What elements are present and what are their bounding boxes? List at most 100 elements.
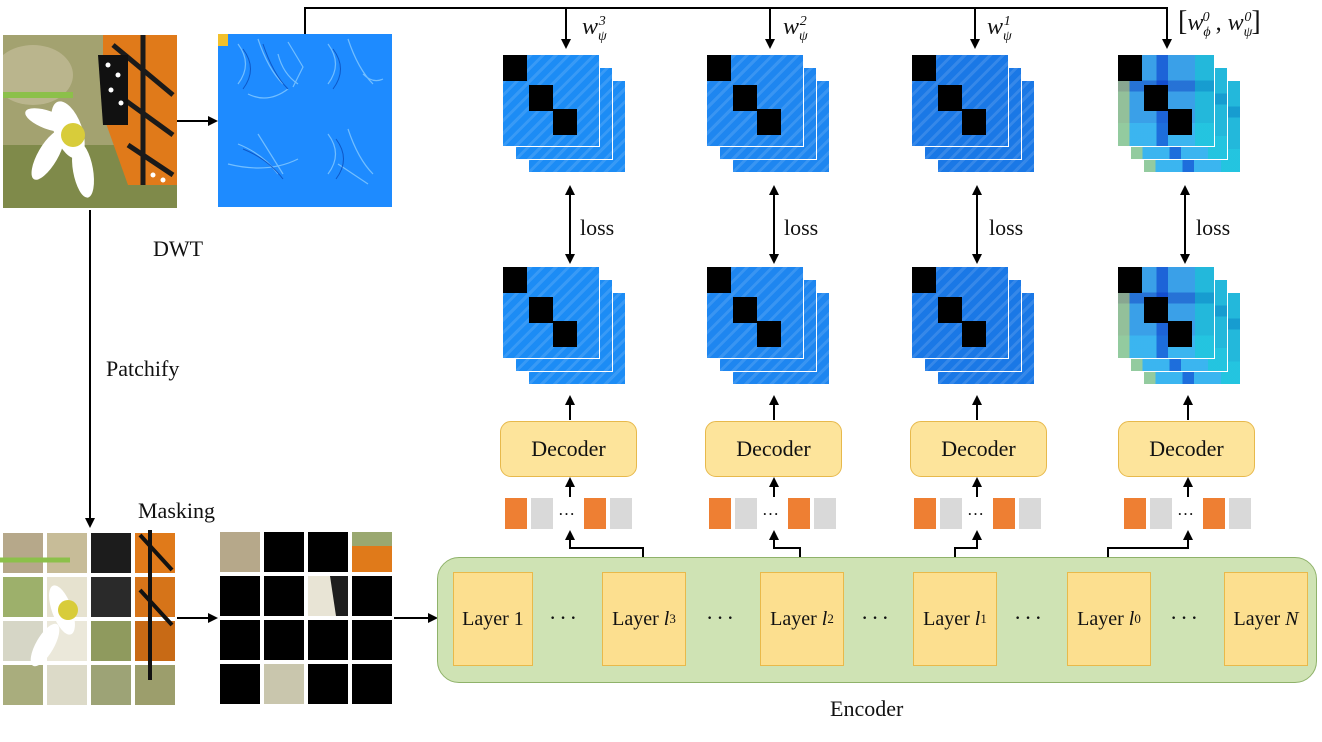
masked-block — [733, 297, 757, 323]
input-image — [3, 35, 177, 208]
masked-block — [1144, 85, 1168, 111]
decoder-0: Decoder — [1118, 421, 1255, 477]
wavelet-layer — [911, 54, 1009, 147]
predicted-wavelet-stack-2 — [911, 266, 1041, 391]
masked-block — [529, 85, 553, 111]
dwt-coefficient-image — [218, 34, 392, 207]
layer-label: Layer — [770, 607, 817, 630]
token-ellipsis: … — [558, 500, 575, 519]
mask-token-3-3 — [1229, 498, 1251, 529]
visible-token-0-2 — [584, 498, 606, 529]
target-wavelet-stack-2 — [911, 54, 1041, 179]
visible-token-3-2 — [1203, 498, 1225, 529]
masked-block — [553, 109, 577, 135]
target-label-3: wψ3 — [582, 14, 607, 45]
layer-ellipsis: ··· — [1014, 605, 1045, 630]
masked-block — [962, 321, 986, 347]
wavelet-layer — [1117, 54, 1215, 147]
target-subscript: ψ — [598, 28, 607, 44]
target-symbol: w — [987, 14, 1004, 40]
comma: , — [1209, 10, 1222, 36]
wavelet-layer — [502, 54, 600, 147]
visible-token-1-2 — [788, 498, 810, 529]
target-symbol: w — [783, 14, 800, 40]
layer-sub: 1 — [980, 611, 987, 626]
target-superscript-2: 0 — [1244, 10, 1252, 25]
encoder-box — [437, 557, 1317, 683]
target-label-0: [wϕ0 , wψ0] — [1178, 6, 1261, 41]
target-superscript: 0 — [1202, 10, 1210, 25]
patchify-label: Patchify — [106, 356, 180, 381]
loss-label-1: loss — [989, 215, 1024, 240]
masked-block — [938, 297, 962, 323]
wavelet-layer — [502, 266, 600, 359]
mask-token-1-1 — [735, 498, 757, 529]
masked-block — [707, 55, 731, 81]
token-ellipsis: … — [967, 500, 984, 519]
visible-token-2-0 — [914, 498, 936, 529]
layer-var: l — [974, 607, 981, 630]
loss-label-3: loss — [580, 215, 615, 240]
layer-ellipsis: ··· — [549, 605, 580, 630]
decoder-1: Decoder — [910, 421, 1047, 477]
wavelet-layer — [911, 266, 1009, 359]
mask-token-3-1 — [1150, 498, 1172, 529]
target-symbol: w — [582, 14, 599, 40]
target-subscript: ϕ — [1203, 24, 1211, 40]
left-bracket: [ — [1178, 6, 1188, 37]
masked-block — [1168, 109, 1192, 135]
masked-block — [962, 109, 986, 135]
mask-token-0-1 — [531, 498, 553, 529]
target-subscript: ψ — [1003, 28, 1012, 44]
target-superscript: 1 — [1003, 14, 1011, 29]
predicted-wavelet-stack-3 — [1117, 266, 1247, 391]
layer-sub: 0 — [1134, 611, 1141, 626]
predicted-wavelet-stack-1 — [706, 266, 836, 391]
mask-token-0-3 — [610, 498, 632, 529]
masked-block — [1144, 297, 1168, 323]
masked-block — [503, 55, 527, 81]
masked-block — [553, 321, 577, 347]
loss-label-0: loss — [1196, 215, 1231, 240]
target-wavelet-stack-0 — [502, 54, 632, 179]
masked-block — [733, 85, 757, 111]
layer-1: Layer 1 — [453, 572, 533, 666]
visible-token-1-0 — [709, 498, 731, 529]
masked-block — [1168, 321, 1192, 347]
layer-sub: 2 — [827, 611, 834, 626]
target-wavelet-stack-1 — [706, 54, 836, 179]
layer-ellipsis: ··· — [706, 605, 737, 630]
token-ellipsis: … — [1177, 500, 1194, 519]
layer-ellipsis: ··· — [1170, 605, 1201, 630]
predicted-wavelet-stack-0 — [502, 266, 632, 391]
masked-block — [757, 321, 781, 347]
masking-label: Masking — [138, 498, 215, 523]
layer-label: Layer — [612, 607, 659, 630]
encoder-label: Encoder — [830, 696, 904, 721]
target-label-2: wψ2 — [783, 14, 808, 45]
masked-block — [1118, 55, 1142, 81]
layer-var: l — [1128, 607, 1135, 630]
masked-block — [912, 267, 936, 293]
masked-block — [707, 267, 731, 293]
dwt-label: DWT — [153, 236, 204, 261]
masked-block — [503, 267, 527, 293]
mask-token-2-3 — [1019, 498, 1041, 529]
target-label-1: wψ1 — [987, 14, 1012, 45]
token-ellipsis: … — [762, 500, 779, 519]
target-subscript-2: ψ — [1243, 24, 1253, 40]
layer-label: Layer — [1233, 607, 1281, 630]
layer-var: l — [663, 607, 670, 630]
masked-block — [912, 55, 936, 81]
masked-block — [938, 85, 962, 111]
layer-label: Layer 1 — [462, 607, 524, 630]
visible-token-0-0 — [505, 498, 527, 529]
decoder-2: Decoder — [705, 421, 842, 477]
right-bracket: ] — [1251, 6, 1261, 37]
masked-patches — [218, 530, 394, 710]
target-symbol-2: w — [1227, 10, 1244, 36]
